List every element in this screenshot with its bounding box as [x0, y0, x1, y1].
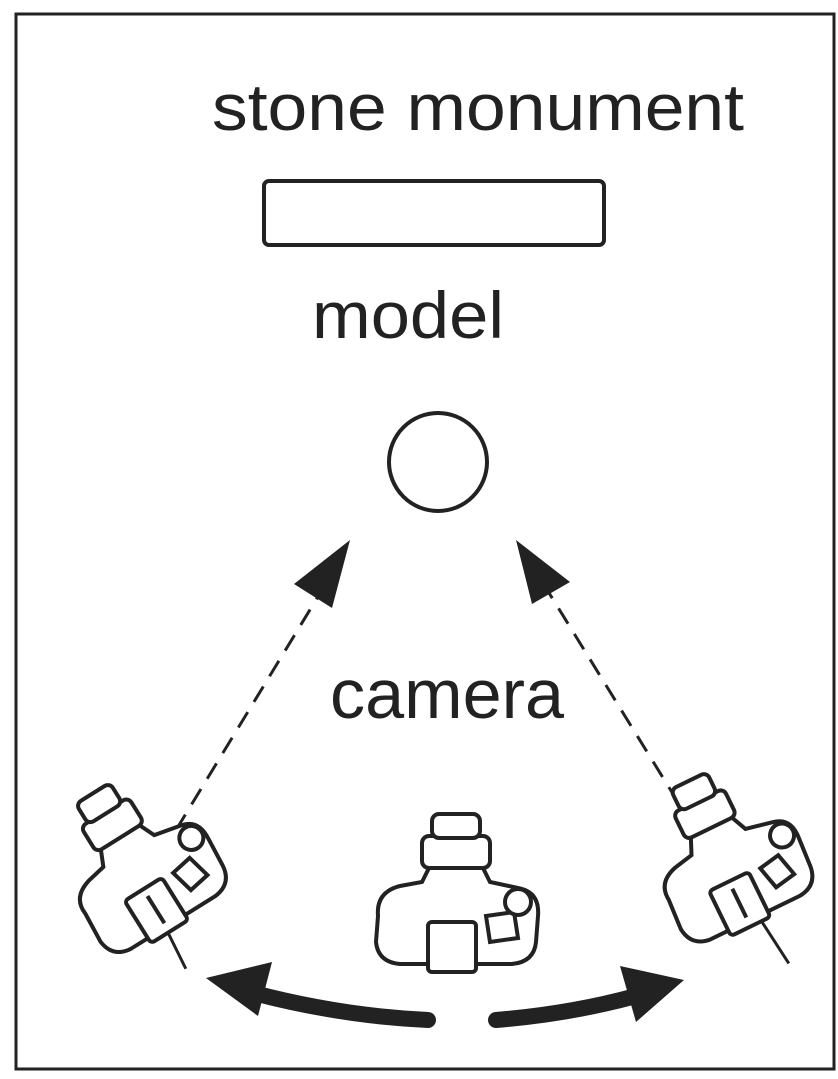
- stone-monument-label: stone monument: [212, 70, 744, 144]
- sight-line-left: [174, 589, 324, 831]
- camera-center-icon: [373, 812, 541, 974]
- model-circle: [387, 411, 489, 513]
- camera-left-icon: [76, 783, 228, 970]
- stone-monument-shape: [262, 179, 606, 247]
- model-label: model: [312, 278, 504, 352]
- sight-arrowhead-left: [294, 540, 350, 608]
- arrow-left-icon: [206, 962, 436, 1028]
- sight-arrowhead-right: [516, 540, 570, 604]
- camera-right-icon: [662, 772, 815, 965]
- sight-line-right: [544, 587, 696, 829]
- camera-label: camera: [330, 655, 564, 733]
- arrow-right-icon: [488, 966, 684, 1028]
